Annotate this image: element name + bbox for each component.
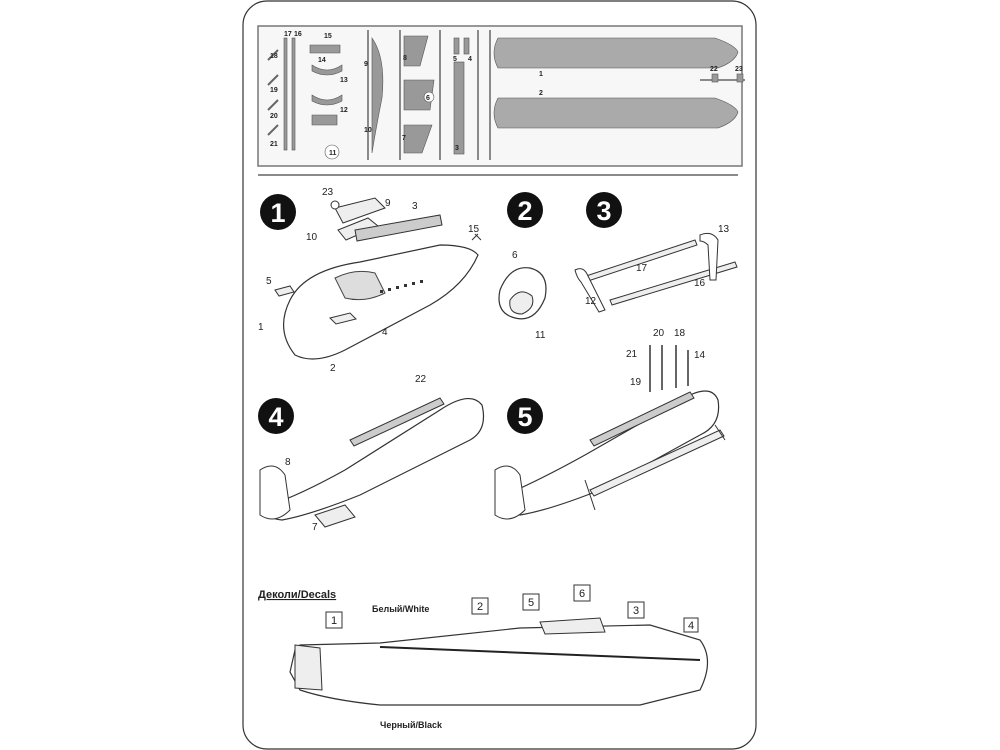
- decals-title: Деколи/Decals: [258, 589, 336, 601]
- decal-callout-box: [573, 584, 591, 602]
- step-4: 4 22 8 7: [258, 374, 485, 533]
- decal-callout-box: [683, 617, 699, 633]
- hull-assembled: [267, 398, 485, 521]
- sprue-label: 18: [270, 53, 278, 60]
- sprue-label: 6: [426, 95, 430, 102]
- step-marker: [507, 398, 543, 434]
- decal-callout-box: [522, 593, 540, 611]
- hull-final: [503, 390, 720, 516]
- step-number: 2: [517, 196, 532, 226]
- decal-side-profile: [289, 624, 709, 706]
- decal-callout: 5: [528, 597, 534, 609]
- decal-callout-box: [325, 611, 343, 629]
- sprue-label: 19: [270, 87, 278, 94]
- sprue-label: 3: [455, 145, 459, 152]
- part-label: 6: [512, 250, 518, 261]
- decal-callout: 6: [579, 588, 585, 600]
- part-label: 11: [535, 330, 546, 341]
- decal-callout: 4: [688, 620, 694, 632]
- part-label: 22: [415, 374, 427, 385]
- sprue-label: 5: [453, 56, 457, 63]
- sprue-label: 22: [710, 66, 718, 73]
- part-label: 23: [322, 187, 334, 198]
- step-marker: [260, 194, 296, 230]
- step-5: 5 20 18 21 14 19: [494, 328, 726, 520]
- sprue-label: 23: [735, 66, 743, 73]
- sprue-label: 13: [340, 77, 348, 84]
- sprue-label: 7: [402, 135, 406, 142]
- step-2: 2 6 11: [498, 192, 547, 341]
- step-number: 5: [517, 402, 532, 432]
- hull-halves: [283, 244, 479, 360]
- decal-callout-box: [471, 597, 489, 615]
- sprue-label: 21: [270, 141, 278, 148]
- sprue-label: 1: [539, 71, 543, 78]
- part-label: 10: [306, 232, 318, 243]
- part-label: 3: [412, 201, 418, 212]
- sprue-label: 14: [318, 57, 326, 64]
- part-label: 14: [694, 350, 706, 361]
- decal-white-label: Белый/White: [372, 604, 429, 614]
- sprue-label: 11: [329, 150, 337, 157]
- step-number: 4: [268, 402, 283, 432]
- step-number: 3: [596, 196, 611, 226]
- step-marker: [258, 398, 294, 434]
- decal-callout: 1: [331, 615, 337, 627]
- sprue-label: 17: [284, 31, 292, 38]
- part-label: 5: [266, 276, 272, 287]
- sprue-label: 2: [539, 90, 543, 97]
- sprue-label: 12: [340, 107, 348, 114]
- sprue-parts: [267, 35, 744, 160]
- step-3: 3 13 17 12 16: [574, 192, 738, 313]
- part-label: 21: [626, 349, 638, 360]
- sprue-label: 9: [364, 61, 368, 68]
- part-label: 7: [312, 522, 318, 533]
- part-label: 4: [382, 327, 388, 338]
- sprue-label: 8: [403, 55, 407, 62]
- sprue-label: 4: [468, 56, 472, 63]
- part-label: 20: [653, 328, 665, 339]
- sprue-label: 16: [294, 31, 302, 38]
- step-1: 1 23 9 3 10 15 5 4 1 2: [258, 187, 482, 374]
- step-marker: [586, 192, 622, 228]
- decals-section: Деколи/Decals Белый/White Черный/Black 1…: [258, 584, 709, 730]
- decal-callout: 3: [633, 605, 639, 617]
- decal-black-label: Черный/Black: [380, 720, 443, 730]
- part-label: 12: [585, 296, 597, 307]
- part-label: 13: [718, 224, 730, 235]
- part-label: 17: [636, 263, 648, 274]
- part-label: 19: [630, 377, 642, 388]
- sprue-label: 10: [364, 127, 372, 134]
- part-label: 8: [285, 457, 291, 468]
- decal-callout-box: [627, 601, 645, 619]
- part-label: 16: [694, 278, 706, 289]
- page-border: [242, 0, 757, 750]
- decal-callout: 2: [477, 601, 483, 613]
- part-label: 15: [468, 224, 480, 235]
- part-label: 2: [330, 363, 336, 374]
- sprue-label: 15: [324, 33, 332, 40]
- step-marker: [507, 192, 543, 228]
- part-label: 9: [385, 198, 391, 209]
- part-label: 1: [258, 322, 264, 333]
- step-number: 1: [270, 198, 285, 228]
- sprue-label: 20: [270, 113, 278, 120]
- sprue-labels: 17 16 18 19 20 21 15 14 13 12 11 9 10 8 …: [270, 31, 743, 157]
- part-label: 18: [674, 328, 686, 339]
